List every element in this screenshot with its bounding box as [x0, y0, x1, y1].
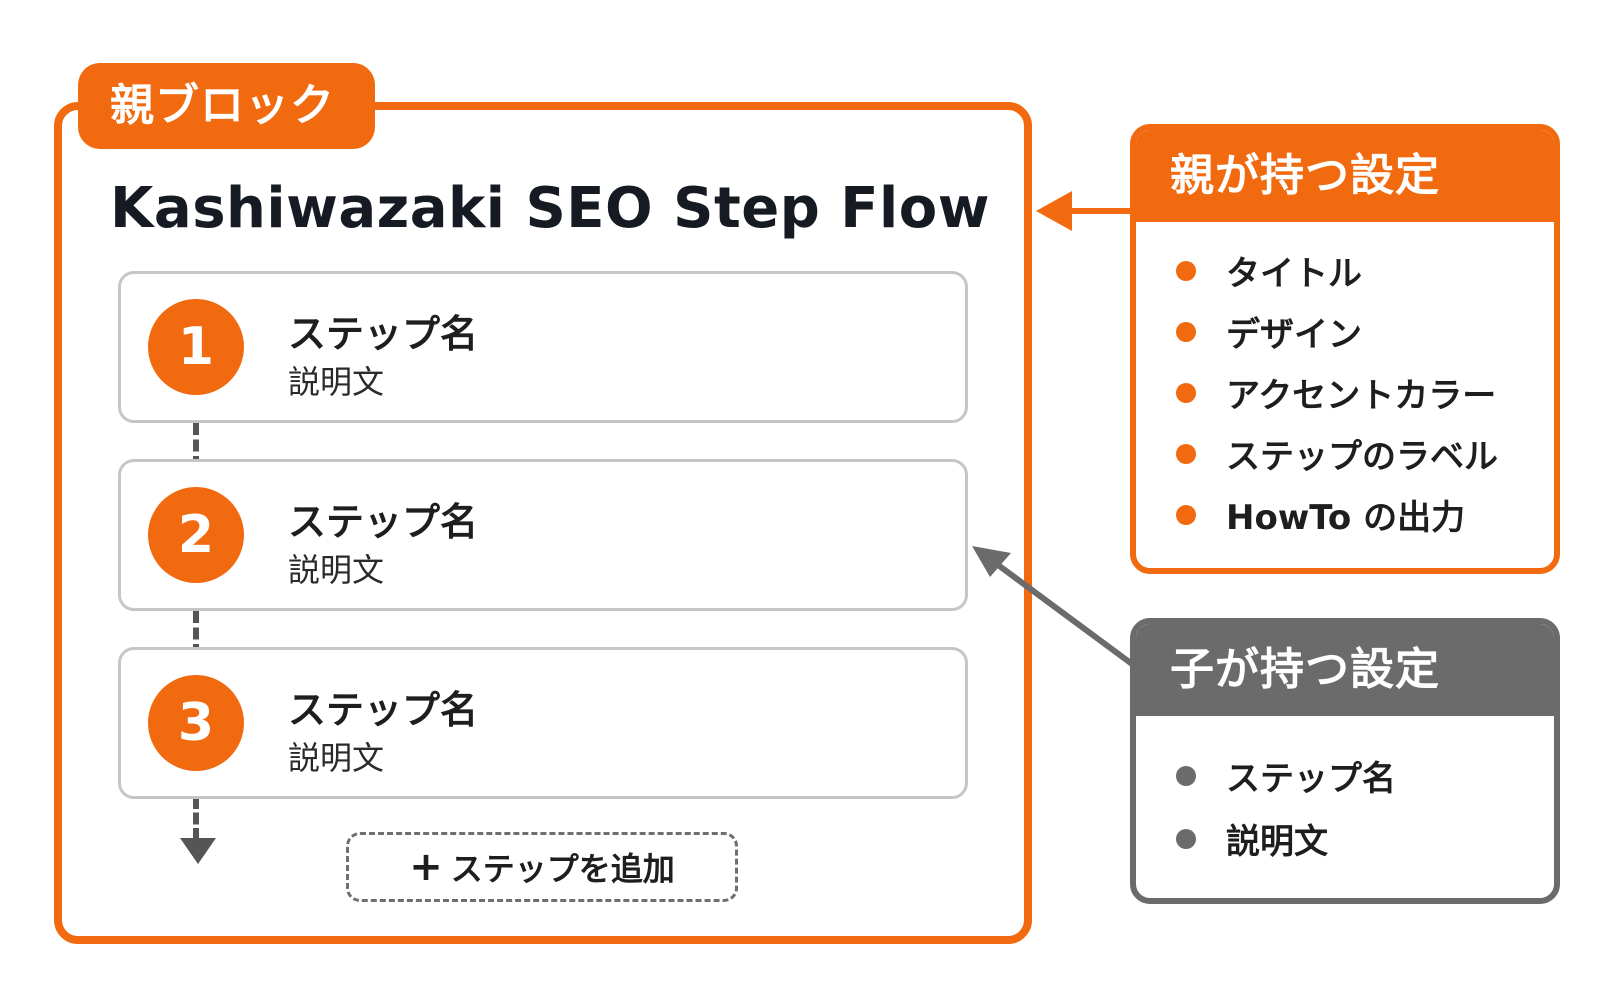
parent-settings-arrow-icon	[1036, 191, 1134, 231]
step-name[interactable]: ステップ名	[288, 500, 479, 544]
add-step-label: ステップを追加	[450, 850, 675, 888]
list-item-label: ステップのラベル	[1226, 437, 1498, 477]
list-item: HowTo の出力	[1176, 484, 1554, 545]
bullet-dot-icon	[1176, 260, 1196, 281]
list-item-label: 説明文	[1226, 822, 1328, 862]
list-item: タイトル	[1176, 240, 1554, 301]
flow-arrow-down-icon	[180, 838, 216, 864]
step-description[interactable]: 説明文	[288, 363, 385, 401]
list-item-label: タイトル	[1226, 254, 1362, 294]
list-item: ステップ名	[1176, 744, 1554, 807]
list-item-label: デザイン	[1226, 315, 1362, 355]
add-step-button[interactable]: +ステップを追加	[346, 832, 738, 902]
child-settings-heading: 子が持つ設定	[1136, 624, 1554, 716]
parent-block-tab: 親ブロック	[78, 63, 375, 149]
step-name[interactable]: ステップ名	[288, 688, 479, 732]
parent-settings-list: タイトル デザイン アクセントカラー ステップのラベル HowTo の出力	[1136, 222, 1554, 545]
list-item-label: HowTo の出力	[1226, 498, 1466, 538]
block-title[interactable]: Kashiwazaki SEO Step Flow	[110, 176, 990, 241]
step-number-badge: 1	[148, 299, 244, 395]
parent-settings-panel: 親が持つ設定 タイトル デザイン アクセントカラー ステップのラベル HowTo…	[1130, 124, 1560, 574]
step-number-badge: 2	[148, 487, 244, 583]
bullet-dot-icon	[1176, 828, 1196, 849]
bullet-dot-icon	[1176, 443, 1196, 464]
step-connector-3	[193, 766, 199, 840]
parent-settings-heading: 親が持つ設定	[1136, 130, 1554, 222]
step-card-3[interactable]	[118, 647, 968, 799]
bullet-dot-icon	[1176, 382, 1196, 403]
child-settings-list: ステップ名 説明文	[1136, 716, 1554, 870]
step-number-badge: 3	[148, 675, 244, 771]
list-item: 説明文	[1176, 807, 1554, 870]
list-item: デザイン	[1176, 301, 1554, 362]
step-card-2[interactable]	[118, 459, 968, 611]
step-name[interactable]: ステップ名	[288, 312, 479, 356]
bullet-dot-icon	[1176, 321, 1196, 342]
step-connector-2	[193, 578, 199, 656]
step-card-1[interactable]	[118, 271, 968, 423]
bullet-dot-icon	[1176, 765, 1196, 786]
list-item-label: ステップ名	[1226, 759, 1396, 799]
list-item: ステップのラベル	[1176, 423, 1554, 484]
list-item-label: アクセントカラー	[1226, 376, 1497, 416]
list-item: アクセントカラー	[1176, 362, 1554, 423]
bullet-dot-icon	[1176, 504, 1196, 525]
child-settings-panel: 子が持つ設定 ステップ名 説明文	[1130, 618, 1560, 904]
step-description[interactable]: 説明文	[288, 551, 385, 589]
plus-icon: +	[409, 844, 443, 890]
step-description[interactable]: 説明文	[288, 739, 385, 777]
step-connector-1	[193, 390, 199, 468]
